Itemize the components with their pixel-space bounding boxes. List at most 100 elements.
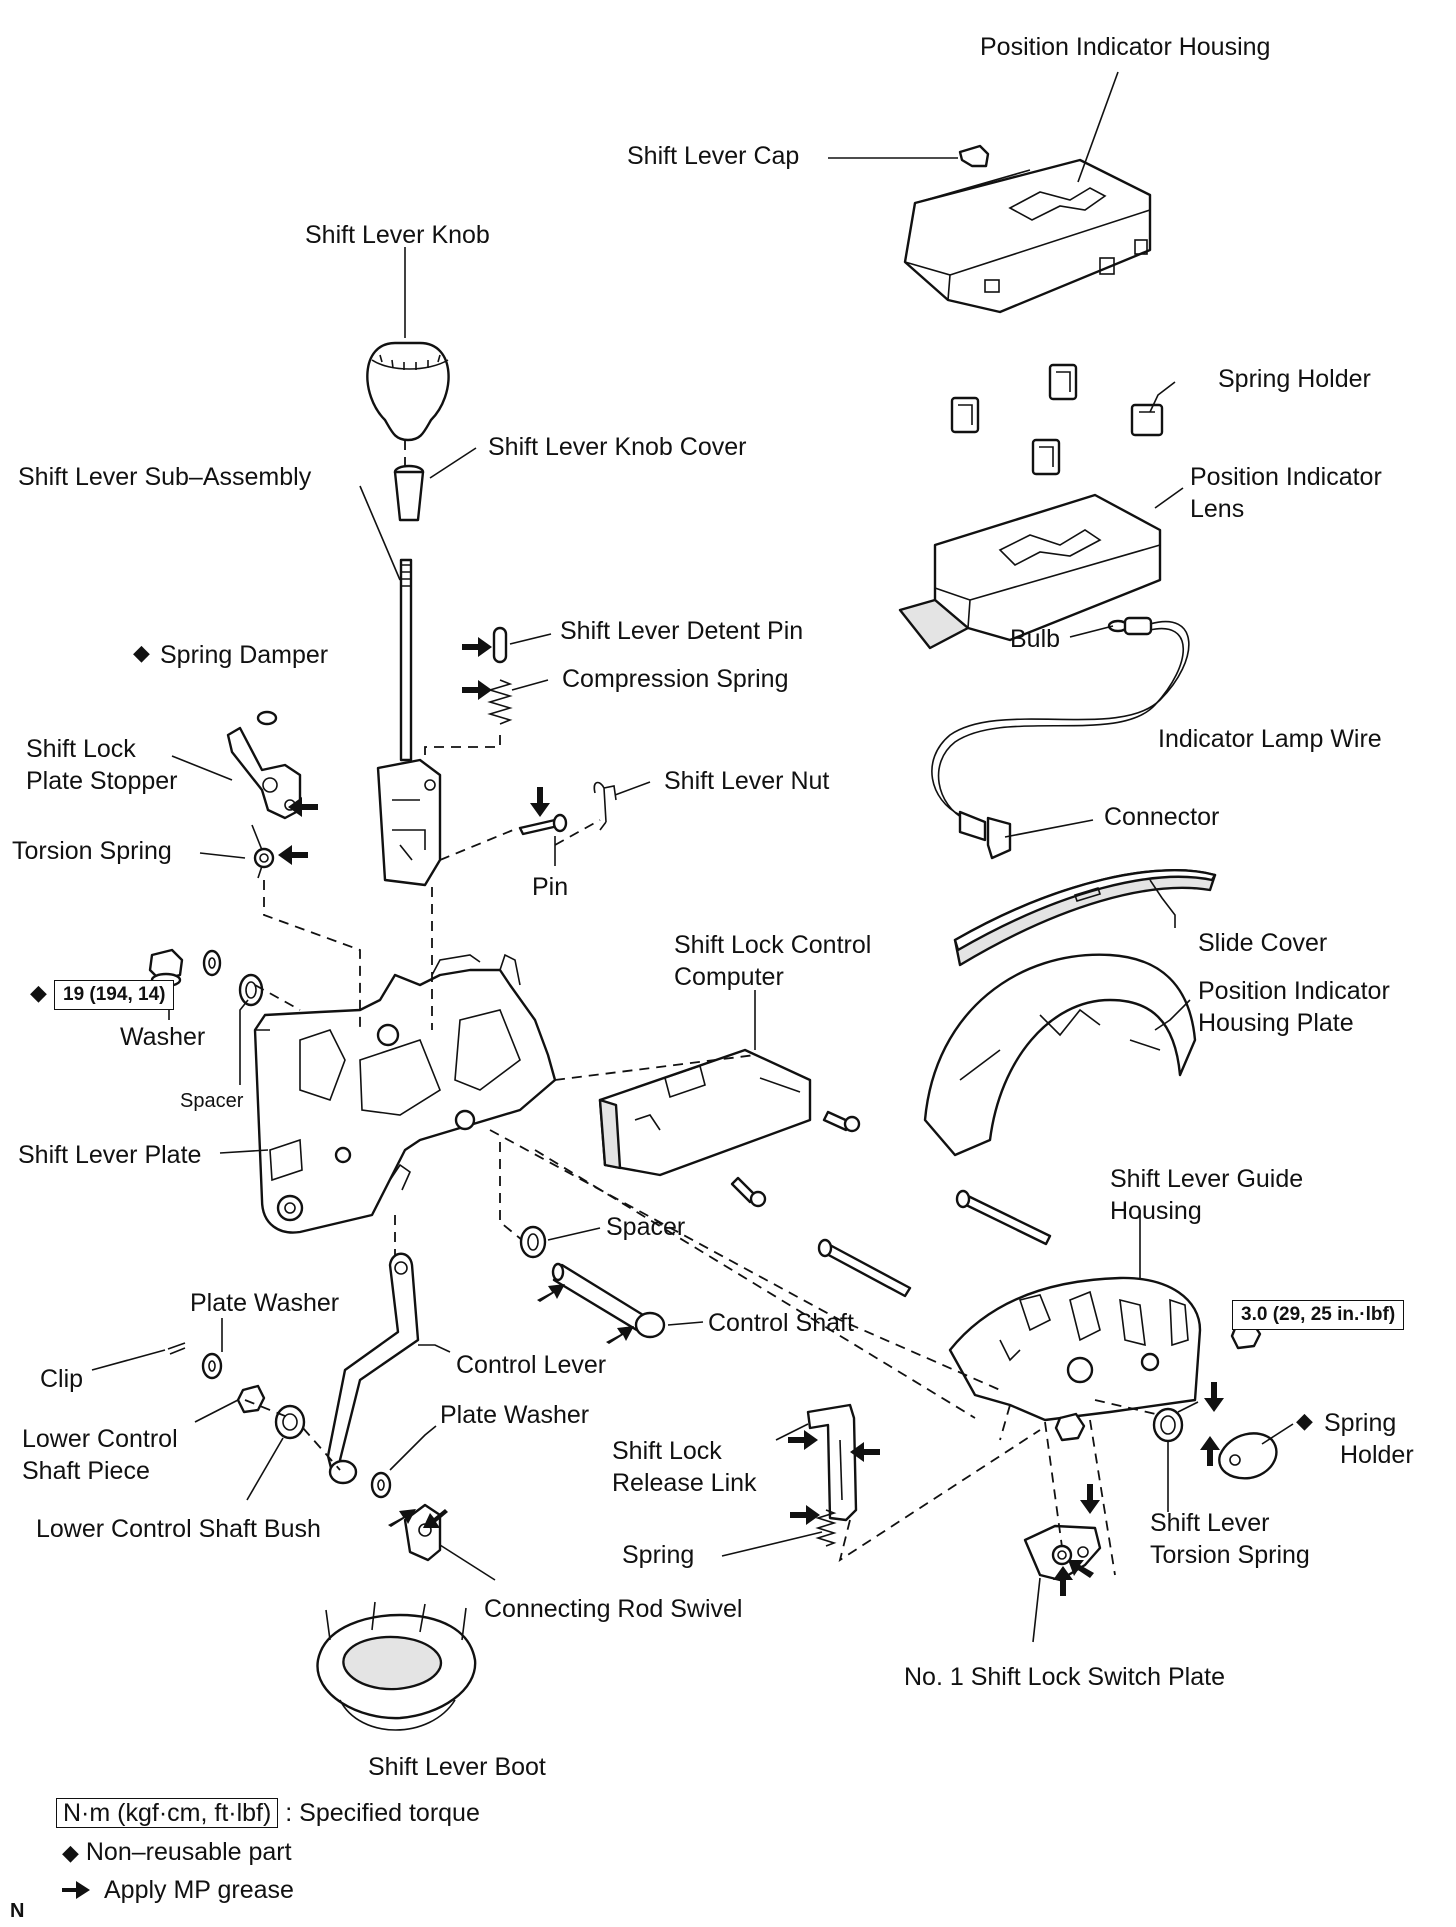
torque-spec-guide-housing: 3.0 (29, 25 in.·lbf) — [1232, 1300, 1405, 1330]
label-shift-lever-knob: Shift Lever Knob — [305, 221, 490, 249]
label-control-shaft: Control Shaft — [708, 1309, 854, 1337]
legend-non-reusable-text: Non–reusable part — [85, 1838, 292, 1866]
control-shaft-part — [551, 1262, 666, 1339]
washer-part — [202, 949, 222, 977]
label-shift-lever-detent-pin: Shift Lever Detent Pin — [560, 617, 804, 645]
legend-grease-text: Apply MP grease — [104, 1876, 294, 1904]
shift-lock-plate-stopper-part — [226, 726, 302, 820]
label-spring-damper: Spring Damper — [160, 641, 329, 669]
label-position-indicator-lens-1: Position Indicator — [1190, 463, 1382, 491]
release-spring-part — [815, 1509, 837, 1547]
spacer-part — [519, 1225, 547, 1259]
shift-lever-guide-housing-part — [948, 1276, 1202, 1422]
shift-lock-release-link-part — [806, 1403, 858, 1522]
label-spacer: Spacer — [606, 1213, 686, 1241]
bulb-and-wire-part — [931, 616, 1190, 860]
non-reusable-icon: ◆ — [30, 981, 47, 1006]
guide-bolt-1 — [817, 1238, 912, 1298]
label-shift-lever-plate: Shift Lever Plate — [18, 1141, 202, 1169]
legend-non-reusable: ◆ Non–reusable part — [62, 1836, 292, 1870]
torsion-spring-part — [251, 824, 275, 879]
shift-lever-knob-cover-part — [393, 464, 425, 522]
label-spring-holder-top: Spring Holder — [1218, 365, 1371, 393]
label-no1-shift-lock-switch-plate: No. 1 Shift Lock Switch Plate — [904, 1663, 1225, 1691]
label-plate-washer-1: Plate Washer — [190, 1289, 340, 1317]
label-washer: Washer — [120, 1023, 206, 1051]
legend-torque: N·m (kgf·cm, ft·lbf) : Specified torque — [56, 1797, 480, 1829]
label-shift-lock-control-computer-1: Shift Lock Control — [674, 931, 872, 959]
shift-lever-nut-part — [593, 781, 617, 831]
label-shift-lever-cap: Shift Lever Cap — [627, 142, 800, 170]
label-shift-lever-guide-housing-2: Housing — [1110, 1197, 1202, 1225]
label-lower-control-shaft-piece-1: Lower Control — [22, 1425, 178, 1453]
label-shift-lever-knob-cover: Shift Lever Knob Cover — [488, 433, 747, 461]
non-reusable-icon: ◆ — [1296, 1409, 1313, 1434]
position-indicator-lens-part — [898, 493, 1162, 650]
label-shift-lock-control-computer-2: Computer — [674, 963, 784, 991]
spring-holder-clips — [950, 363, 1164, 476]
position-indicator-housing-plate-part — [923, 953, 1197, 1157]
label-position-indicator-housing: Position Indicator Housing — [980, 33, 1271, 61]
label-compression-spring: Compression Spring — [562, 665, 789, 693]
label-spring: Spring — [622, 1541, 695, 1569]
computer-screw-1 — [822, 1110, 861, 1133]
computer-screw-2 — [730, 1176, 767, 1208]
label-spring-holder-right-2: Holder — [1340, 1441, 1414, 1469]
label-position-indicator-housing-plate-1: Position Indicator — [1198, 977, 1390, 1005]
spring-damper-part — [256, 710, 278, 726]
label-shift-lock-release-link-2: Release Link — [612, 1469, 757, 1497]
corner-mark: N — [10, 1900, 25, 1922]
lower-control-shaft-bush-part — [274, 1404, 306, 1440]
legend-torque-unit: N·m (kgf·cm, ft·lbf) — [56, 1798, 279, 1828]
label-slide-cover: Slide Cover — [1198, 929, 1328, 957]
label-shift-lever-nut: Shift Lever Nut — [664, 767, 830, 795]
guide-bolt-2 — [955, 1189, 1052, 1246]
shift-lever-torsion-spring-part — [1152, 1401, 1199, 1443]
label-position-indicator-lens-2: Lens — [1190, 495, 1245, 523]
shift-lever-sub-assembly-part — [376, 558, 442, 887]
non-reusable-icon: ◆ — [133, 641, 150, 666]
label-shift-lever-sub-assembly: Shift Lever Sub–Assembly — [18, 463, 312, 491]
label-lower-control-shaft-bush: Lower Control Shaft Bush — [36, 1515, 321, 1543]
spacer-small-part — [238, 973, 264, 1007]
label-shift-lever-boot: Shift Lever Boot — [368, 1753, 546, 1781]
label-shift-lever-guide-housing-1: Shift Lever Guide — [1110, 1165, 1304, 1193]
plate-washer-1-part — [201, 1352, 223, 1380]
label-clip: Clip — [40, 1365, 84, 1393]
label-plate-washer-2: Plate Washer — [440, 1401, 590, 1429]
label-torsion-spring: Torsion Spring — [12, 837, 172, 865]
lower-control-shaft-piece-part — [236, 1384, 266, 1414]
clip-part — [167, 1342, 186, 1355]
slide-cover-part — [953, 869, 1217, 967]
label-connector: Connector — [1104, 803, 1220, 831]
label-shift-lever-torsion-spring-2: Torsion Spring — [1150, 1541, 1310, 1569]
label-control-lever: Control Lever — [456, 1351, 607, 1379]
label-position-indicator-housing-plate-2: Housing Plate — [1198, 1009, 1354, 1037]
label-shift-lock-plate-stopper-2: Plate Stopper — [26, 767, 178, 795]
compression-spring-part — [487, 679, 513, 725]
legend-grease: Apply MP grease — [104, 1874, 294, 1906]
label-spring-holder-right-1: Spring — [1324, 1409, 1397, 1437]
label-spacer-small: Spacer — [180, 1090, 244, 1112]
shift-lever-knob-part — [366, 341, 450, 442]
pin-part — [518, 813, 568, 836]
legend-torque-text: : Specified torque — [285, 1799, 480, 1827]
shift-lever-plate-part — [253, 953, 557, 1234]
grease-arrow-icons — [62, 637, 1224, 1899]
label-bulb: Bulb — [1010, 625, 1061, 653]
label-connecting-rod-swivel: Connecting Rod Swivel — [484, 1595, 743, 1623]
label-indicator-lamp-wire: Indicator Lamp Wire — [1158, 725, 1382, 753]
non-reusable-icon: ◆ — [62, 1841, 79, 1866]
shift-lever-cap-part — [958, 144, 990, 168]
detent-pin-part — [492, 626, 508, 664]
label-pin: Pin — [532, 873, 569, 901]
housing-bottom-nut — [1054, 1412, 1086, 1442]
label-shift-lock-plate-stopper-1: Shift Lock — [26, 735, 136, 763]
plate-washer-2-part — [370, 1471, 392, 1499]
label-shift-lock-release-link-1: Shift Lock — [612, 1437, 722, 1465]
label-shift-lever-torsion-spring-1: Shift Lever — [1150, 1509, 1270, 1537]
spring-holder-right-part — [1218, 1432, 1278, 1480]
shift-lock-control-computer-part — [598, 1048, 812, 1177]
torque-spec-plate-nut: 19 (194, 14) — [54, 980, 175, 1010]
